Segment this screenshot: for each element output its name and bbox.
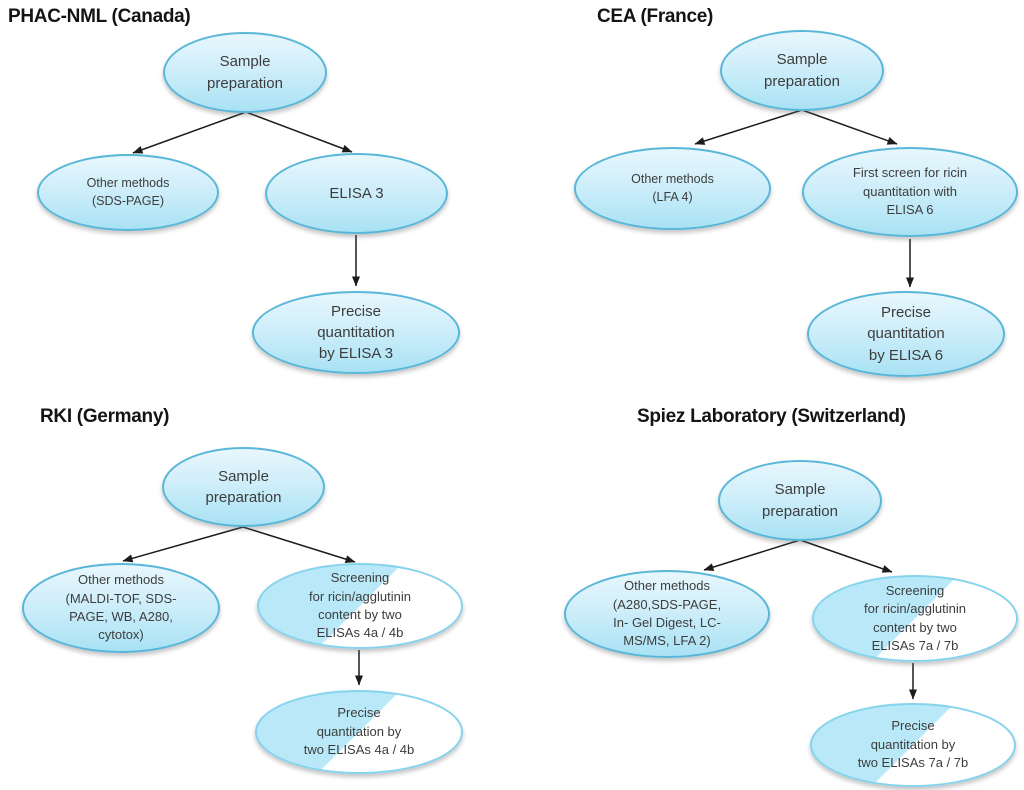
phac-node-precise-quantitation: Precise quantitation by ELISA 3 <box>252 291 460 374</box>
cea-node-precise-quantitation: Precise quantitation by ELISA 6 <box>807 291 1005 377</box>
arrow <box>703 539 801 571</box>
arrow <box>245 111 353 153</box>
spiez-node-other-methods: Other methods (A280,SDS-PAGE, In- Gel Di… <box>564 570 770 658</box>
title-rki: RKI (Germany) <box>40 406 170 427</box>
phac-node-sample-preparation: Sample preparation <box>163 32 327 113</box>
phac-node-elisa-3: ELISA 3 <box>265 153 448 234</box>
phac-node-other-methods: Other methods (SDS-PAGE) <box>37 154 219 231</box>
rki-node-screening: Screening for ricin/agglutinin content b… <box>257 563 463 649</box>
title-spiez: Spiez Laboratory (Switzerland) <box>637 406 906 427</box>
arrow <box>801 109 898 145</box>
arrow <box>694 109 803 145</box>
rki-node-other-methods: Other methods (MALDI-TOF, SDS- PAGE, WB,… <box>22 563 220 653</box>
rki-node-precise-quantitation: Precise quantitation by two ELISAs 4a / … <box>255 690 463 774</box>
cea-node-sample-preparation: Sample preparation <box>720 30 884 111</box>
spiez-node-precise-quantitation: Precise quantitation by two ELISAs 7a / … <box>810 703 1016 787</box>
title-phac-nml: PHAC-NML (Canada) <box>8 6 191 27</box>
arrow <box>132 111 247 154</box>
spiez-node-sample-preparation: Sample preparation <box>718 460 882 541</box>
spiez-node-screening: Screening for ricin/agglutinin content b… <box>812 575 1018 662</box>
rki-node-sample-preparation: Sample preparation <box>162 447 325 527</box>
arrow <box>122 526 244 563</box>
cea-node-other-methods: Other methods (LFA 4) <box>574 147 771 230</box>
arrow <box>242 526 356 563</box>
cea-node-first-screen: First screen for ricin quantitation with… <box>802 147 1018 237</box>
arrow <box>799 539 893 573</box>
title-cea: CEA (France) <box>597 6 714 27</box>
